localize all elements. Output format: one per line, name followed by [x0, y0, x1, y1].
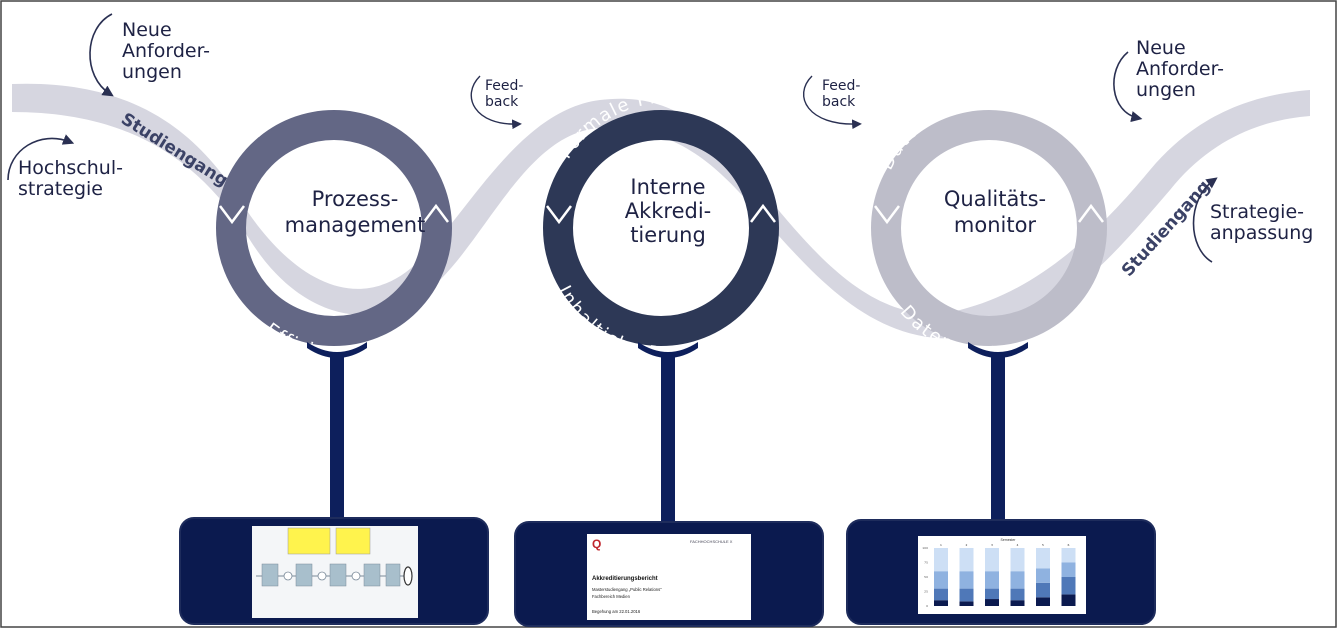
chart-thumb-column-label: 1 — [940, 543, 942, 547]
note-line: back — [485, 94, 519, 110]
chart-thumb-y-tick: 75 — [924, 561, 928, 565]
chart-thumb-segment — [1036, 568, 1050, 583]
chart-thumb-segment — [959, 601, 974, 606]
chart-thumb-segment — [959, 571, 974, 589]
note-line: Anforder- — [122, 40, 210, 62]
svg-text:Strategie-anpassung: Strategie-anpassung — [1210, 201, 1313, 244]
ring-center-line: Akkredi- — [625, 199, 712, 223]
curved-arrow-icon — [1192, 177, 1218, 263]
thumbnail-chart: Semester 1 2 3 4 5 6 100 75 50 25 0 — [846, 519, 1156, 625]
chart-thumb-segment — [959, 548, 974, 572]
note-line: Feed- — [822, 78, 860, 94]
chart-thumb-segment — [1061, 594, 1076, 606]
report-header: FACHHOCHSCHULE X — [690, 539, 733, 544]
note-feedback-2: Feed-back — [802, 75, 862, 130]
svg-text:Prozess-management: Prozess-management — [285, 187, 426, 237]
chart-thumb-segment — [1036, 597, 1050, 606]
curved-arrow-icon — [470, 75, 522, 130]
chart-thumb-segment — [1010, 571, 1025, 589]
studiengang-label-left: Studiengang — [117, 109, 231, 191]
note-line: ungen — [1136, 79, 1196, 101]
report-line: Masterstudiengang „Public Relations“ — [592, 587, 662, 592]
ring-center-line: Qualitäts- — [944, 187, 1046, 211]
note-line: back — [822, 94, 856, 110]
report-title: Akkreditierungsbericht — [592, 576, 658, 582]
chart-thumb-y-tick: 50 — [924, 575, 928, 579]
chart-thumb-segment — [985, 548, 999, 572]
chart-thumb-segment — [1010, 588, 1025, 601]
thumbnail-process-flow — [179, 517, 489, 625]
chart-thumb-column-label: 5 — [1042, 543, 1044, 547]
chart-thumb-segment — [985, 571, 999, 589]
svg-text:Feed-back: Feed-back — [822, 78, 860, 110]
note-line: Strategie- — [1210, 201, 1304, 223]
report-line: Begehung am 22.01.2016 — [592, 609, 641, 614]
chart-thumb-column-label: 2 — [966, 543, 968, 547]
ring-qualitaetsmonitor: Datenaufbereitung Datenanalyse Qualitäts… — [871, 86, 1107, 365]
chart-thumb-segment — [1061, 548, 1076, 563]
chart-thumb-segment — [985, 588, 999, 600]
stem-1 — [307, 342, 367, 520]
chart-thumb-column-label: 3 — [991, 543, 993, 547]
ring-center-line: monitor — [954, 213, 1037, 237]
note-line: Anforder- — [1136, 58, 1224, 80]
chart-thumb-segment — [934, 588, 948, 601]
chart-thumb-segment — [1036, 582, 1050, 598]
chart-thumb-column-label: 6 — [1068, 543, 1070, 547]
ring-center-line: management — [285, 213, 426, 237]
note-hochschulstrategie: Hochschul-strategie — [7, 134, 123, 200]
chart-thumb-segment — [1061, 577, 1076, 595]
note-line: Hochschul- — [18, 157, 123, 179]
ring-interne-akkreditierung: Formale Prüfung Inhaltiche Prüfung Inter… — [543, 86, 779, 365]
chart-thumb-title: Semester — [1001, 538, 1017, 542]
note-line: ungen — [122, 61, 182, 83]
ring-center-line: Interne — [630, 175, 705, 199]
note-line: Neue — [122, 19, 172, 41]
chart-thumb-segment — [934, 571, 948, 589]
report-line: Fachbereich Medien — [592, 594, 631, 599]
curved-arrow-icon — [802, 75, 862, 130]
thumbnail-accreditation-report: Q FACHHOCHSCHULE X Akkreditierungsberich… — [514, 521, 824, 627]
chart-thumb-segment — [1061, 562, 1076, 577]
note-line: strategie — [18, 178, 103, 200]
chart-thumb-y-tick: 25 — [924, 590, 928, 594]
chart-thumb-segment — [934, 600, 948, 606]
stem-3 — [968, 342, 1028, 520]
chart-thumb-segment — [1010, 548, 1025, 572]
svg-text:Feed-back: Feed-back — [485, 78, 523, 110]
note-strategieanpassung: Strategie-anpassung — [1192, 177, 1313, 263]
chart-thumb-segment — [1010, 600, 1025, 606]
ring-center-line: Prozess- — [312, 187, 399, 211]
chart-thumb-segment — [959, 588, 974, 602]
chart-thumb-segment — [985, 599, 999, 606]
svg-text:Qualitäts-monitor: Qualitäts-monitor — [944, 187, 1046, 237]
note-line: Feed- — [485, 78, 523, 94]
note-line: anpassung — [1210, 222, 1313, 244]
chart-thumb-segment — [1036, 548, 1050, 569]
chart-thumb-column-label: 4 — [1017, 543, 1019, 547]
ring-center-line: tierung — [630, 223, 706, 247]
note-line: Neue — [1136, 37, 1186, 59]
curved-arrow-icon — [89, 13, 114, 97]
chart-thumb-segment — [934, 548, 948, 572]
note-feedback-1: Feed-back — [470, 75, 523, 130]
stem-2 — [638, 342, 698, 524]
chart-thumb-y-tick: 100 — [922, 546, 928, 550]
ring-prozessmanagement: Effektivität Effizienz Prozess-managemen… — [216, 86, 452, 365]
report-logo-q: Q — [592, 537, 601, 551]
svg-text:Hochschul-strategie: Hochschul-strategie — [18, 157, 123, 200]
curved-arrow-icon — [7, 134, 75, 181]
chart-thumb-y-tick: 0 — [926, 604, 928, 608]
curved-arrow-icon — [1113, 51, 1143, 123]
